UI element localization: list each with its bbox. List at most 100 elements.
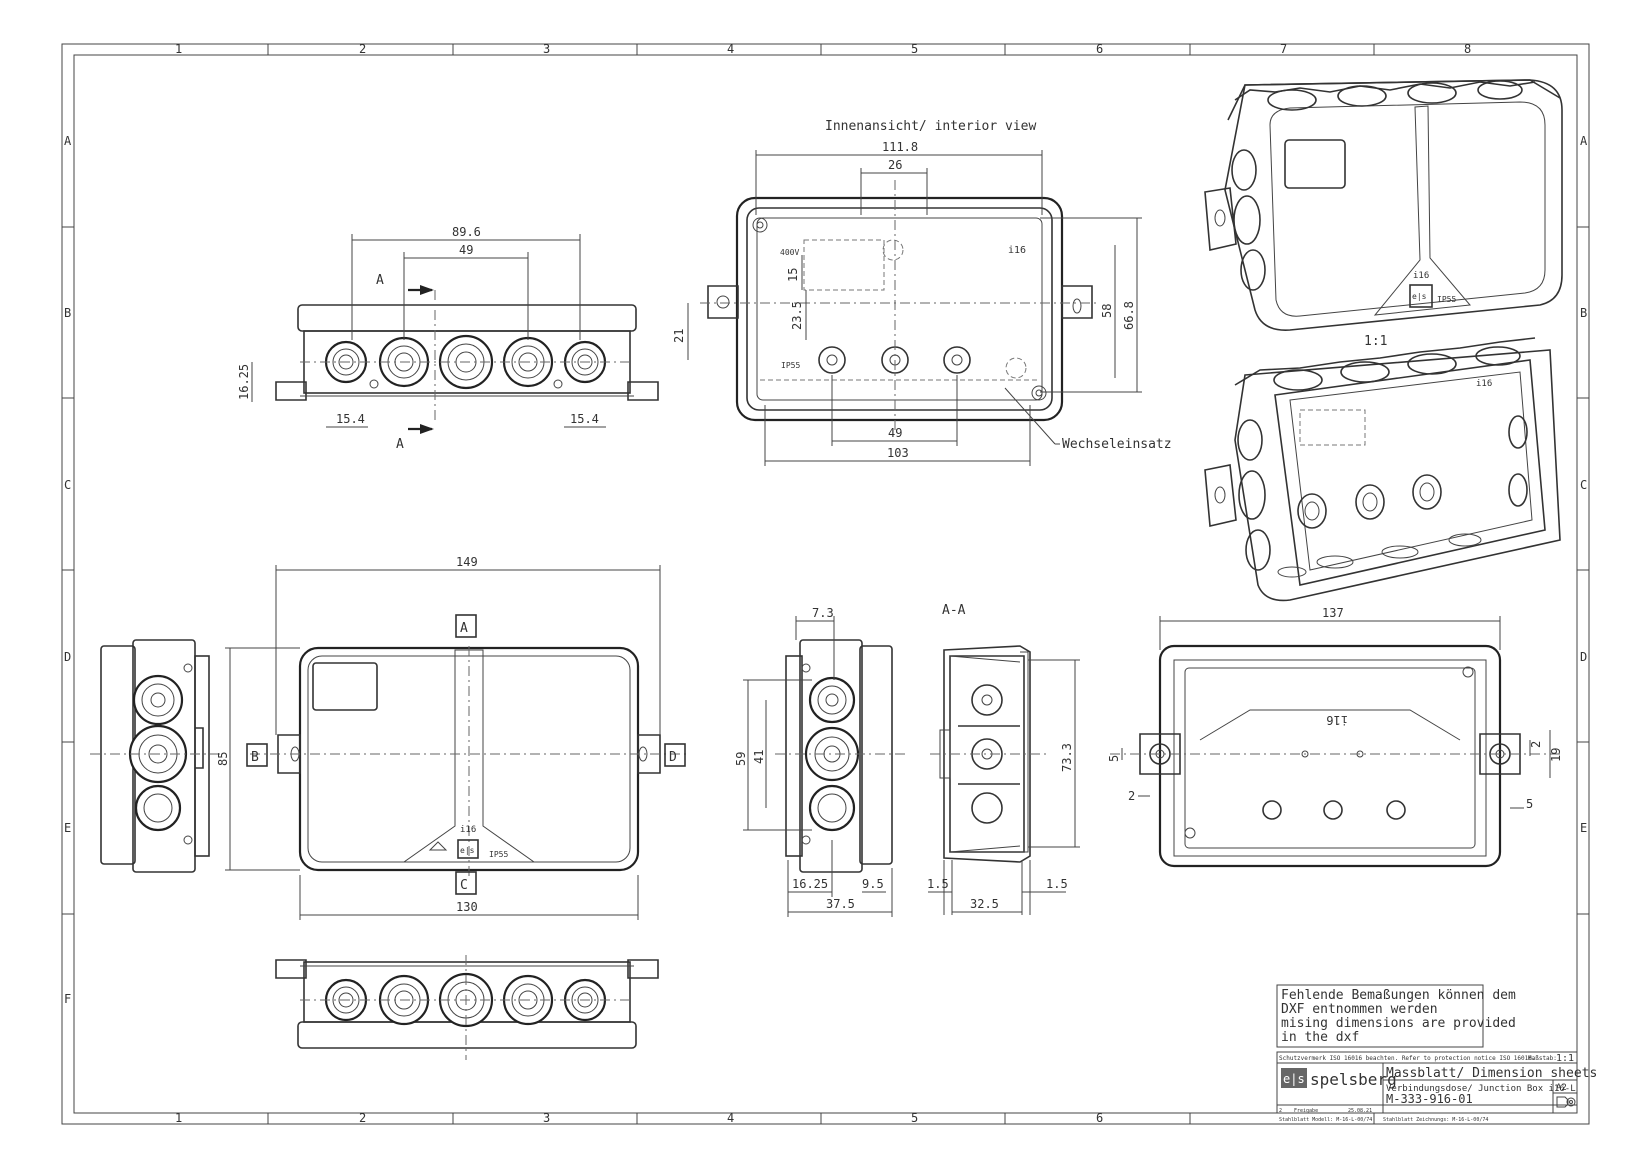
- side-view-top-dimensions: 89.6 49 16.25 15.4 15.4: [237, 225, 606, 428]
- col-label: 6: [1096, 42, 1103, 56]
- isometric-view-open: i16: [1204, 337, 1561, 602]
- dim-label: 5: [1526, 797, 1533, 811]
- ip-mark: IP55: [781, 361, 800, 370]
- dim-label: 49: [459, 243, 473, 257]
- document-number: M-333-916-01: [1386, 1092, 1473, 1106]
- section-title: A-A: [942, 603, 966, 618]
- view-ref-a: A: [460, 621, 468, 636]
- front-product-mark: i16: [460, 825, 476, 835]
- dim-label: 5: [1107, 755, 1121, 762]
- revision: 2: [1279, 1108, 1282, 1114]
- drawing-frame: [61, 43, 1590, 1125]
- row-label: D: [1580, 650, 1587, 664]
- isometric-view-closed: i16 e|s IP55: [1204, 79, 1563, 331]
- col-label: 7: [1280, 42, 1287, 56]
- sheet-description: Verbindungsdose/ Junction Box i16-L: [1386, 1084, 1576, 1094]
- note-line: Fehlende Bemaßungen können dem: [1281, 988, 1516, 1003]
- dim-label: 66.8: [1122, 301, 1136, 330]
- section-arrow-label: A: [376, 273, 384, 288]
- dim-label: 2: [1128, 789, 1135, 803]
- brand-logo: e|s: [1283, 1072, 1305, 1086]
- scale-caption: Maßstab:: [1528, 1055, 1557, 1062]
- scale-value: 1:1: [1556, 1053, 1574, 1064]
- col-label: 4: [727, 1111, 734, 1125]
- iso-ip-mark: IP55: [1437, 295, 1456, 304]
- interior-view: Innenansicht/ interior view 400V IP55 i1…: [700, 119, 1172, 452]
- row-label: A: [64, 134, 72, 148]
- dim-label: 16.25: [237, 364, 251, 400]
- end-view-left: [90, 639, 220, 873]
- col-label: 2: [359, 42, 366, 56]
- section-arrow-label: A: [396, 437, 404, 452]
- scale-label: 1:1: [1364, 334, 1387, 349]
- row-label: C: [1580, 478, 1587, 492]
- dim-label: 32.5: [970, 897, 999, 911]
- dim-label: 41: [752, 750, 766, 764]
- iso-open-product-mark: i16: [1476, 379, 1492, 389]
- col-label: 1: [175, 1111, 182, 1125]
- dim-label: 85: [216, 752, 230, 766]
- sheet-title: Massblatt/ Dimension sheets: [1386, 1066, 1597, 1081]
- col-label: 3: [543, 1111, 550, 1125]
- dim-label: 37.5: [826, 897, 855, 911]
- col-label: 1: [175, 42, 182, 56]
- dim-label: 21: [672, 329, 686, 343]
- dim-label: 49: [888, 426, 902, 440]
- note-line: mising dimensions are provided: [1281, 1016, 1516, 1031]
- dim-label: 73.3: [1060, 743, 1074, 772]
- row-label: E: [1580, 821, 1587, 835]
- col-label: 4: [727, 42, 734, 56]
- title-block: Schutzvermerk ISO 16016 beachten. Refer …: [1276, 1051, 1597, 1123]
- release-date: 25.08.21: [1348, 1108, 1372, 1114]
- dim-label: 2: [1529, 741, 1543, 748]
- col-label: 3: [543, 42, 550, 56]
- dim-label: 130: [456, 900, 478, 914]
- view-ref-b: B: [251, 750, 259, 765]
- dim-label: 111.8: [882, 140, 918, 154]
- dim-label: 103: [887, 446, 909, 460]
- brand-name: spelsberg: [1310, 1070, 1397, 1089]
- row-label: F: [64, 992, 71, 1006]
- projection-symbol-icon: [1556, 1096, 1576, 1108]
- front-ip-mark: IP55: [489, 850, 508, 859]
- interior-view-title: Innenansicht/ interior view: [825, 119, 1036, 134]
- dim-label: 1.5: [1046, 877, 1068, 891]
- dim-label: 137: [1322, 606, 1344, 620]
- row-label: B: [64, 306, 71, 320]
- standard-model: Stahlblatt Modell: M-16-L-00/74: [1279, 1117, 1372, 1123]
- section-view-a-a: A-A: [930, 603, 1050, 863]
- dxf-note: Fehlende Bemaßungen können dem DXF entno…: [1276, 984, 1516, 1048]
- dim-label: 15.4: [336, 412, 365, 426]
- iso-es-mark: e|s: [1412, 292, 1427, 301]
- end-view-right-dimensions: 7.3 59 41 16.25 9.5 37.5: [734, 606, 893, 917]
- view-ref-d: D: [669, 750, 677, 765]
- col-label: 6: [1096, 1111, 1103, 1125]
- release-status: Freigabe: [1294, 1108, 1318, 1114]
- grid-labels: 1 2 3 4 5 6 7 8 1 2 3 4 5 6 A B C D E F …: [64, 42, 1588, 1125]
- protection-notice: Schutzvermerk ISO 16016 beachten. Refer …: [1279, 1055, 1535, 1062]
- interior-view-dimensions: 111.8 26 15 23.5 21 58 66.8 49 103: [672, 140, 1142, 466]
- insert-label: Wechseleinsatz: [1062, 437, 1172, 452]
- front-view-dimensions: 149 85 130: [216, 555, 661, 920]
- dim-label: 19: [1549, 748, 1563, 762]
- insert-plan-dimensions: 137 5 2 2 19 5: [1107, 606, 1563, 811]
- brand-logo-icon: [1281, 1068, 1307, 1088]
- side-view-bottom: [275, 955, 659, 1060]
- col-label: 2: [359, 1111, 366, 1125]
- row-label: A: [1580, 134, 1588, 148]
- dim-label: 149: [456, 555, 478, 569]
- dim-label: 89.6: [452, 225, 481, 239]
- iso-product-mark: i16: [1413, 271, 1429, 281]
- dim-label: 15: [786, 268, 800, 282]
- row-label: B: [1580, 306, 1587, 320]
- product-mark: i16: [1008, 245, 1026, 256]
- front-view: i16 e|s IP55 A B C D: [246, 614, 690, 895]
- dim-label: 16.25: [792, 877, 828, 891]
- standard-drawing: Stahlblatt Zeichnungs: M-16-L-00/74: [1383, 1117, 1488, 1123]
- row-label: E: [64, 821, 71, 835]
- col-label: 8: [1464, 42, 1471, 56]
- side-view-top: A A: [275, 273, 659, 452]
- front-es-mark: e|s: [460, 846, 475, 855]
- col-label: 5: [911, 42, 918, 56]
